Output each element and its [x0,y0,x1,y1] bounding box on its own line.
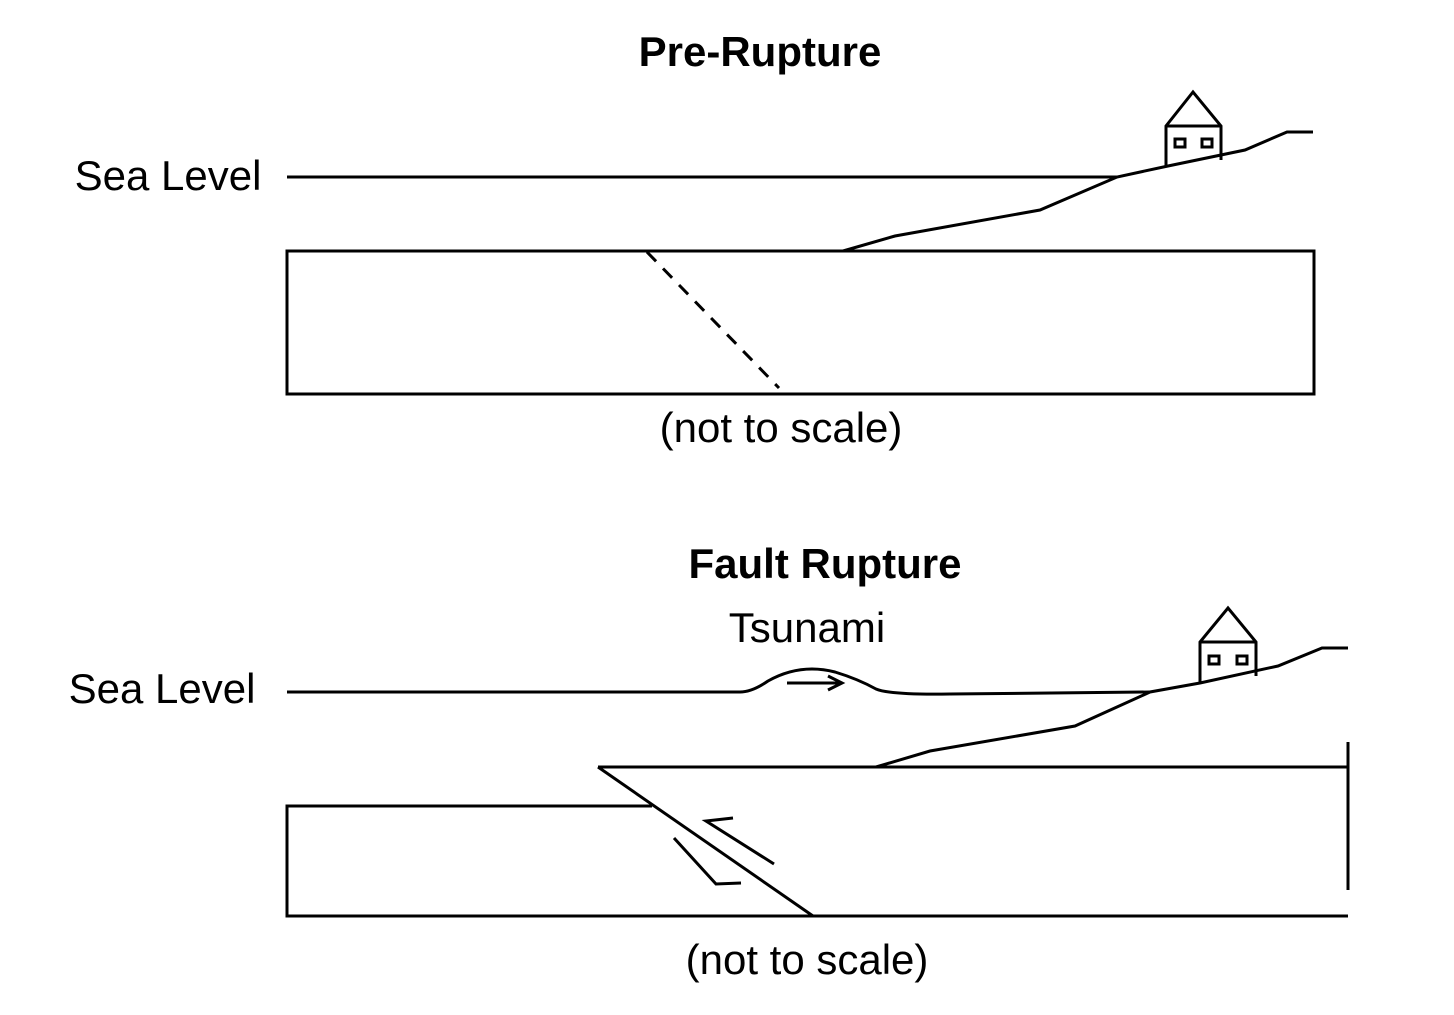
fault-rupture-sea-level-label: Sea Level [69,665,256,712]
pre-rupture-seafloor-coast-profile [842,130,1313,253]
tsunami-label: Tsunami [729,604,885,651]
pre-rupture-scale-note: (not to scale) [660,404,903,451]
fault-rupture-title: Fault Rupture [689,540,962,587]
fault-slip-half-arrows-icon [672,816,775,886]
pre-rupture-fault-dashed-line [645,250,781,390]
tsunami-direction-arrow-icon [787,674,846,692]
fault-rupture-panel: Fault Rupture Tsunami Sea Level (not to … [69,540,1350,983]
fault-rupture-house-icon [1198,605,1258,683]
pre-rupture-panel: Pre-Rupture Sea Level (not to scale) [75,28,1316,451]
pre-rupture-title: Pre-Rupture [639,28,882,75]
fault-rupture-scale-note: (not to scale) [686,936,929,983]
fault-rupture-sea-surface-with-tsunami-wave [287,667,1151,696]
ruptured-fault-plane [597,765,814,918]
pre-rupture-sea-level-label: Sea Level [75,152,262,199]
fault-rupture-seafloor-coast-profile [875,646,1348,769]
pre-rupture-crust-block [285,249,1316,396]
pre-rupture-house-icon [1164,89,1223,166]
footwall-block-outline [285,804,1348,918]
